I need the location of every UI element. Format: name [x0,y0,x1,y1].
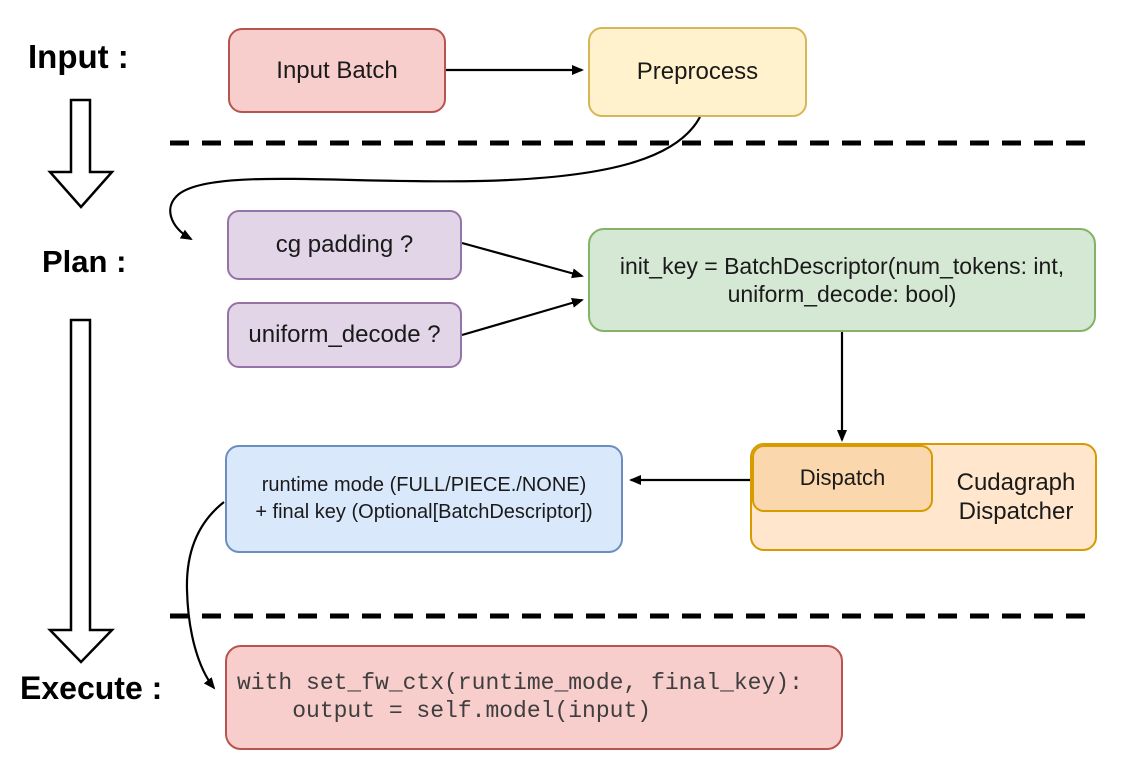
node-cg-padding: cg padding ? [227,210,462,280]
node-uniform-decode: uniform_decode ? [227,302,462,368]
node-cudagraph-dispatcher-label: Cudagraph Dispatcher [935,443,1097,551]
node-init-key-line1: init_key = BatchDescriptor(num_tokens: i… [619,252,1065,279]
node-runtime-mode-line1: runtime mode (FULL/PIECE./NONE) [261,474,587,496]
node-input-batch: Input Batch [228,28,446,113]
node-uniform-decode-label: uniform_decode ? [248,321,441,349]
arrow-cgpadding-to-initkey [461,241,584,279]
execute-code-line1: with set_fw_ctx(runtime_mode, final_key)… [237,669,803,696]
curve-runtimemode-to-execute [185,501,225,690]
curve-preprocess-to-cgpadding [169,116,701,240]
cudagraph-dispatcher-line2: Dispatcher [958,498,1074,525]
arrow-uniformdecode-to-initkey [461,298,584,337]
node-dispatch-label: Dispatch [799,465,886,491]
node-dispatch: Dispatch [752,445,933,512]
execute-code-line2: output = self.model(input) [237,697,652,724]
stage-label-input: Input : [28,38,129,75]
node-preprocess-label: Preprocess [636,58,759,86]
stage-label-execute: Execute : [20,670,163,706]
node-input-batch-label: Input Batch [276,56,398,84]
node-init-key-line2: uniform_decode: bool) [727,281,957,307]
node-runtime-mode-line2: + final key (Optional[BatchDescriptor]) [255,501,593,523]
stage-label-plan: Plan : [42,244,127,279]
node-cg-padding-label: cg padding ? [275,231,414,259]
node-execute-code: with set_fw_ctx(runtime_mode, final_key)… [225,645,843,750]
stage-arrow-plan-to-execute-icon [47,318,115,664]
node-init-key: init_key = BatchDescriptor(num_tokens: i… [588,228,1096,332]
cudagraph-dispatcher-line1: Cudagraph [956,468,1076,496]
node-runtime-mode: runtime mode (FULL/PIECE./NONE) + final … [225,445,623,553]
node-preprocess: Preprocess [588,27,807,117]
stage-arrow-input-to-plan-icon [47,98,115,209]
